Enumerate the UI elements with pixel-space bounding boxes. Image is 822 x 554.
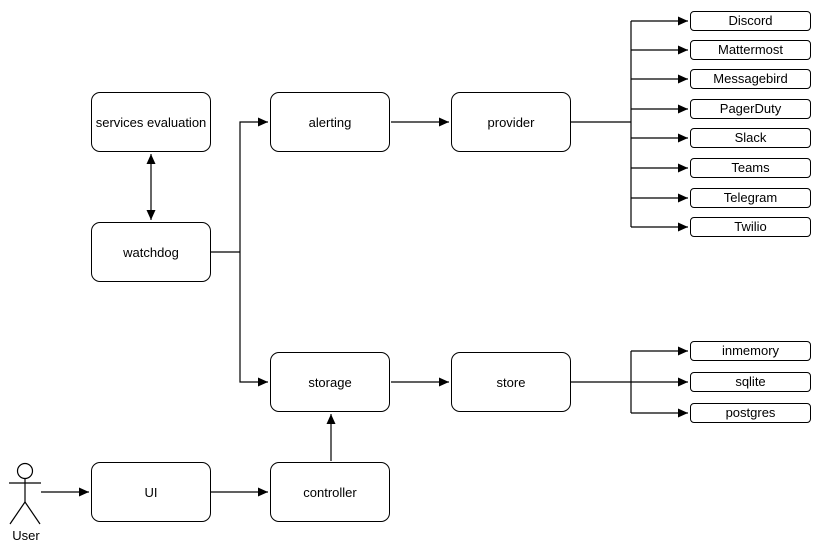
node-store-inmemory: inmemory	[690, 341, 811, 361]
edge-watchdog-storage	[239, 252, 268, 387]
node-provider-pagerduty: PagerDuty	[690, 99, 811, 119]
node-provider-slack: Slack	[690, 128, 811, 148]
node-controller: controller	[270, 462, 390, 522]
node-store-postgres: postgres	[690, 403, 811, 423]
edge-watchdog-alerting	[239, 117, 268, 252]
node-store: store	[451, 352, 571, 412]
node-services-evaluation: services evaluation	[91, 92, 211, 152]
node-ui: UI	[91, 462, 211, 522]
node-watchdog: watchdog	[91, 222, 211, 282]
node-storage: storage	[270, 352, 390, 412]
node-provider-teams: Teams	[690, 158, 811, 178]
user-actor-label: User	[12, 528, 40, 543]
edge-provider-trunk	[571, 21, 632, 227]
node-provider-mattermost: Mattermost	[690, 40, 811, 60]
user-actor-icon	[9, 462, 41, 525]
node-provider-telegram: Telegram	[690, 188, 811, 208]
node-provider-twilio: Twilio	[690, 217, 811, 237]
node-provider-discord: Discord	[690, 11, 811, 31]
node-provider: provider	[451, 92, 571, 152]
node-provider-messagebird: Messagebird	[690, 69, 811, 89]
edge-store-trunk	[571, 351, 632, 413]
node-alerting: alerting	[270, 92, 390, 152]
node-store-sqlite: sqlite	[690, 372, 811, 392]
